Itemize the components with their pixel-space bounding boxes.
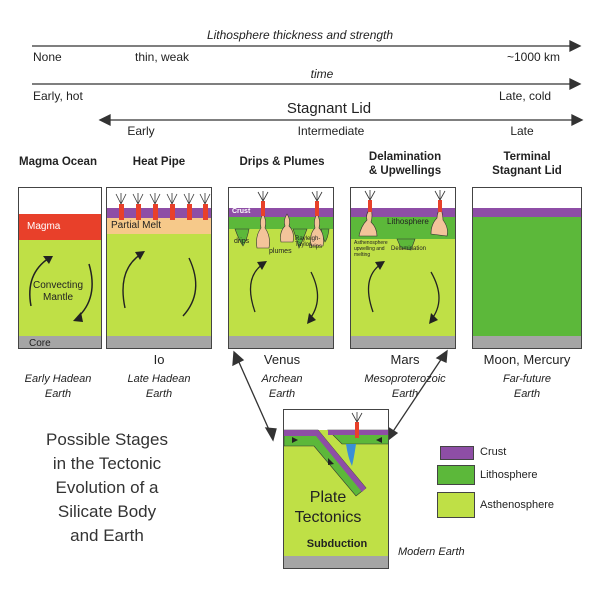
body-mars: Mars xyxy=(390,352,420,367)
caption-line-4: Silicate Body xyxy=(57,502,157,521)
era-late-hadean: Late Hadean xyxy=(127,373,191,385)
magma-layer xyxy=(19,214,101,240)
crust-layer xyxy=(229,208,333,217)
panel-title-delamination: Delamination xyxy=(368,151,442,163)
figure-caption: Possible Stages in the Tectonic Evolutio… xyxy=(22,428,192,548)
core-layer xyxy=(351,336,455,348)
core-layer xyxy=(284,556,388,568)
time-arrowhead xyxy=(569,77,582,91)
era-late-hadean-earth: Earth xyxy=(145,388,173,400)
magma-ocean-convection-arrows xyxy=(29,256,93,322)
era-modern-earth: Modern Earth xyxy=(398,546,465,558)
plumes-label: plumes xyxy=(269,248,292,255)
magma-label: Magma xyxy=(27,221,61,232)
drips-plumes-features xyxy=(234,191,330,324)
connector-arrows xyxy=(232,349,448,442)
stagnant-lid-arrowhead-left xyxy=(98,113,111,127)
era-early-hadean: Early Hadean xyxy=(24,373,92,385)
crust-label: Crust xyxy=(232,208,251,215)
legend-label-lithosphere: Lithosphere xyxy=(480,469,538,481)
legend-swatch-crust xyxy=(440,446,474,460)
drips-label: drips xyxy=(234,238,250,245)
body-venus: Venus xyxy=(263,352,301,367)
core-layer xyxy=(473,336,581,348)
panel-drips-plumes: Crust drips plumes Rayleigh-Taylor drips xyxy=(228,187,334,349)
timeline-arrows xyxy=(32,39,584,127)
legend-label-crust: Crust xyxy=(480,446,507,458)
stagnant-lid-title: Stagnant Lid xyxy=(286,100,372,117)
plate-title-line2: Tectonics xyxy=(294,509,362,526)
panel-title-magma-ocean: Magma Ocean xyxy=(19,156,97,168)
crust-layer xyxy=(107,208,211,218)
mantle-label: Mantle xyxy=(43,292,74,303)
caption-line-2: in the Tectonic xyxy=(52,454,162,473)
panel-plate-tectonics: Plate Tectonics Subduction xyxy=(283,409,389,569)
time-title: time xyxy=(310,67,334,81)
heat-pipe-volcanoes xyxy=(115,193,211,317)
panel-magma-ocean: Magma Convecting Mantle Core xyxy=(18,187,102,349)
crust-layer xyxy=(351,208,455,217)
core-layer xyxy=(107,336,211,348)
core-label: Core xyxy=(29,338,51,349)
core-layer xyxy=(19,336,101,348)
caption-line-1: Possible Stages xyxy=(46,430,168,449)
panel-terminal-stagnant-lid xyxy=(472,187,582,349)
lithosphere-arrowhead xyxy=(569,39,582,53)
legend-label-asthenosphere: Asthenosphere xyxy=(480,499,554,511)
plate-title-line1: Plate xyxy=(309,489,347,506)
asthenosphere-upwelling-label-1: Asthenosphere xyxy=(354,240,388,246)
panel-delamination: Lithosphere Asthenosphere upwelling and … xyxy=(350,187,456,349)
legend-swatch-asthenosphere xyxy=(437,492,475,518)
asthenosphere-upwelling-label-3: melting xyxy=(354,252,371,258)
delamination-features xyxy=(358,190,448,324)
label-intermediate: Intermediate xyxy=(297,124,365,138)
panel-heat-pipe: Partial Melt xyxy=(106,187,212,349)
label-none: None xyxy=(33,50,62,64)
era-archean-earth: Earth xyxy=(268,388,296,400)
stagnant-lid-arrowhead-right xyxy=(571,113,584,127)
rayleigh-taylor-label: Rayleigh-Taylor xyxy=(295,236,321,248)
body-moon-mercury: Moon, Mercury xyxy=(483,352,571,367)
era-mesoproterozoic-earth: Earth xyxy=(391,388,419,400)
mantle-layer xyxy=(107,234,211,336)
label-late: Late xyxy=(510,124,534,138)
delamination-label: Delamination xyxy=(391,246,427,252)
era-archean: Archean xyxy=(261,373,303,385)
era-far-future: Far-future xyxy=(502,373,552,385)
lithosphere-layer xyxy=(229,217,333,229)
era-far-future-earth: Earth xyxy=(513,388,541,400)
core-layer xyxy=(229,336,333,348)
legend-swatch-lithosphere xyxy=(437,465,475,485)
plate-subtitle: Subduction xyxy=(306,538,368,550)
caption-line-3: Evolution of a xyxy=(55,478,159,497)
caption-line-5: and Earth xyxy=(70,526,144,545)
subduction-features xyxy=(284,412,388,497)
panel-title-terminal: Terminal xyxy=(503,151,551,163)
panel-title-upwellings: & Upwellings xyxy=(368,165,442,177)
body-io: Io xyxy=(153,352,165,367)
label-early-hot: Early, hot xyxy=(33,89,83,103)
lithosphere-thickness-title: Lithosphere thickness and strength xyxy=(206,28,394,42)
lithosphere-layer xyxy=(473,217,581,336)
label-thin-weak: thin, weak xyxy=(135,50,190,64)
era-early-hadean-earth: Earth xyxy=(44,388,72,400)
convecting-label: Convecting xyxy=(33,280,84,291)
partial-melt-layer xyxy=(107,218,211,234)
label-late-cold: Late, cold xyxy=(499,89,552,103)
panel-title-drips-plumes: Drips & Plumes xyxy=(239,156,325,168)
asthenosphere-upwelling-label-2: upwelling and xyxy=(354,246,385,252)
panel-title-heat-pipe: Heat Pipe xyxy=(132,156,186,168)
partial-melt-label: Partial Melt xyxy=(111,220,162,231)
mantle-layer xyxy=(19,240,101,336)
lithosphere-label: Lithosphere xyxy=(387,217,429,226)
label-1000km: ~1000 km xyxy=(507,50,561,64)
crust-layer xyxy=(473,208,581,217)
panel-title-stagnant-lid: Stagnant Lid xyxy=(492,165,562,177)
sky-layer xyxy=(284,410,388,430)
label-early: Early xyxy=(127,124,155,138)
rayleigh-taylor-drips-label: drips xyxy=(309,244,323,250)
